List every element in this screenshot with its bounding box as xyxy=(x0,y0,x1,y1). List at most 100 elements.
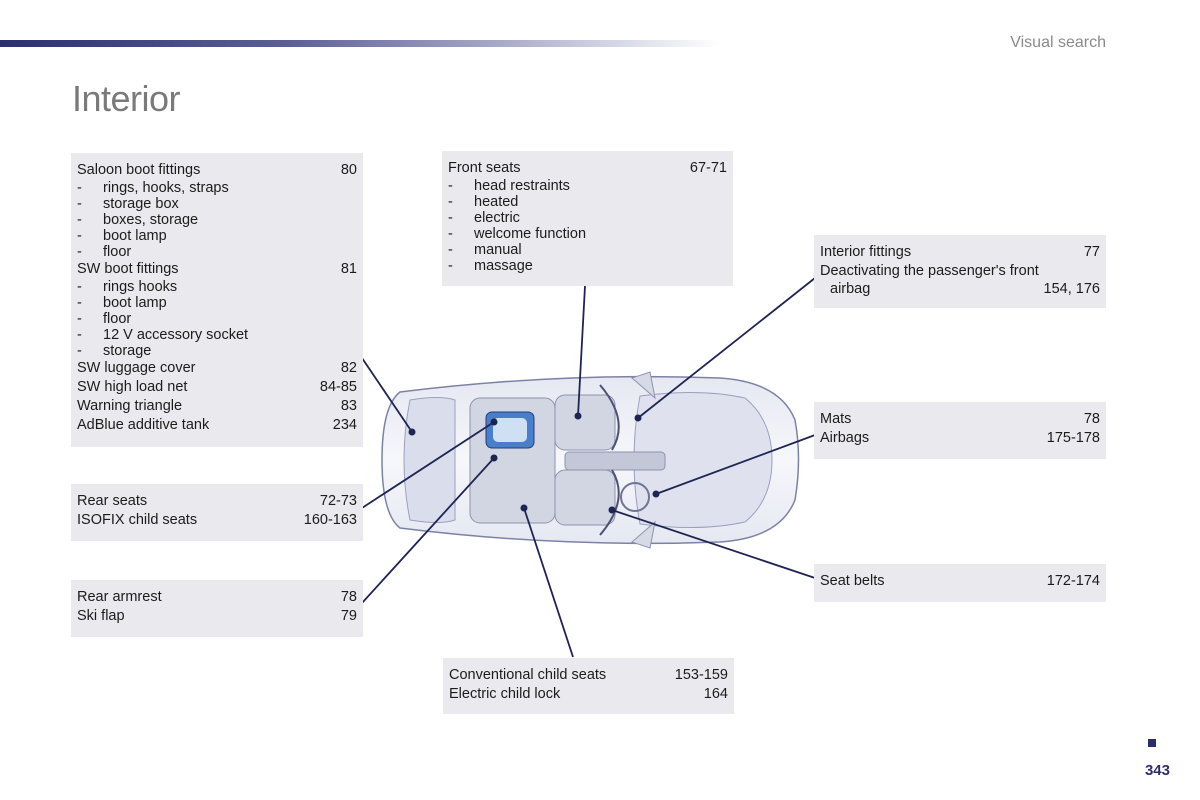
section-name: Visual search xyxy=(1010,34,1106,51)
index-subitem: -electric xyxy=(448,210,727,226)
dash: - xyxy=(77,327,82,343)
index-page: 79 xyxy=(340,608,357,624)
index-subitem: - boxes, storage xyxy=(77,212,357,228)
index-subitem: - storage xyxy=(77,343,357,359)
dash: - xyxy=(77,196,82,212)
page-number: 343 xyxy=(1144,762,1170,779)
subitem-label: heated xyxy=(474,194,519,210)
index-subitem: - floor xyxy=(77,311,357,327)
page-marker-icon xyxy=(1148,739,1156,747)
index-row: Rear seats 72-73 xyxy=(77,492,357,511)
index-label: Conventional child seats xyxy=(449,667,607,683)
index-label: Ski flap xyxy=(77,608,125,624)
subitem-label: 12 V accessory socket xyxy=(103,327,249,343)
index-page: 78 xyxy=(340,589,357,605)
index-page: 83 xyxy=(340,398,357,414)
dash: - xyxy=(77,295,82,311)
index-page: 175-178 xyxy=(1046,430,1100,446)
index-subitem: - heated xyxy=(448,194,727,210)
dash: - xyxy=(77,244,82,260)
index-row: Deactivating the passenger's front xyxy=(820,262,1100,281)
index-page: 67-71 xyxy=(689,160,727,176)
subitem-label: boot lamp xyxy=(103,228,167,244)
index-label: AdBlue additive tank xyxy=(77,417,210,433)
index-page: 164 xyxy=(703,686,728,702)
header-bar xyxy=(0,40,720,47)
subitem-label: electric xyxy=(474,210,520,226)
subitem-label: rings hooks xyxy=(103,279,178,295)
page-title: Interior xyxy=(72,78,181,119)
dash: - xyxy=(77,180,82,196)
index-subitem: - boot lamp xyxy=(77,295,357,311)
subitem-label: manual xyxy=(474,242,522,258)
dash: - xyxy=(77,279,82,295)
index-row: Electric child lock 164 xyxy=(449,685,728,704)
subitem-label: boot lamp xyxy=(103,295,167,311)
index-subitem: -massage xyxy=(448,258,727,274)
index-row: Rear armrest 78 xyxy=(77,588,357,607)
index-row: Ski flap 79 xyxy=(77,607,357,626)
index-row: Front seats 67-71 xyxy=(448,159,727,178)
interior-fittings-box: Interior fittings 77 Deactivating the pas… xyxy=(814,235,1106,308)
index-row: Conventional child seats 153-159 xyxy=(449,666,728,685)
index-label: SW high load net xyxy=(77,379,188,395)
dash: - xyxy=(77,311,82,327)
index-label: SW boot fittings xyxy=(77,261,179,277)
index-subitem: - storage box xyxy=(77,196,357,212)
index-page: 172-174 xyxy=(1046,573,1100,589)
index-page: 77 xyxy=(1083,244,1100,260)
dash: - xyxy=(77,228,82,244)
index-subitem: - 12 V accessory socket xyxy=(77,327,357,343)
index-subitem: - boot lamp xyxy=(77,228,357,244)
index-row: AdBlue additive tank 234 xyxy=(77,416,357,435)
child-seats-box: Conventional child seats 153-159 Electric… xyxy=(443,658,734,714)
index-page: 72-73 xyxy=(319,493,357,509)
subitem-label: floor xyxy=(103,311,132,327)
index-label: Rear armrest xyxy=(77,589,162,605)
index-subitem: - rings, hooks, straps xyxy=(77,180,357,196)
car-body xyxy=(381,371,800,549)
subitem-label: floor xyxy=(103,244,132,260)
subitem-label: boxes, storage xyxy=(103,212,199,228)
index-label: Rear seats xyxy=(77,493,148,509)
index-label: Interior fittings xyxy=(820,244,912,260)
index-label: Front seats xyxy=(448,160,521,176)
index-row: Warning triangle 83 xyxy=(77,397,357,416)
index-row: SW boot fittings 81 xyxy=(77,260,357,279)
index-page: 78 xyxy=(1083,411,1100,427)
subitem-label: storage xyxy=(103,343,152,359)
subitem-label: head restraints xyxy=(474,178,570,194)
dash: - xyxy=(448,258,453,274)
index-page: 82 xyxy=(340,360,357,376)
index-label: Saloon boot fittings xyxy=(77,162,201,178)
subitem-label: rings, hooks, straps xyxy=(103,180,229,196)
index-page: 234 xyxy=(332,417,357,433)
subitem-label: storage box xyxy=(103,196,179,212)
dash: - xyxy=(448,194,453,210)
leader-lines xyxy=(361,277,816,658)
index-row: Interior fittings 77 xyxy=(820,243,1100,262)
rear-armrest-box: Rear armrest 78 Ski flap 79 xyxy=(71,580,363,637)
index-page: 81 xyxy=(340,261,357,277)
index-label: Warning triangle xyxy=(77,398,183,414)
dash: - xyxy=(448,178,453,194)
index-label: Electric child lock xyxy=(449,686,561,702)
front-seats-box: Front seats 67-71 - head restraints - heate… xyxy=(442,151,733,286)
index-subitem: - head restraints xyxy=(448,178,727,194)
index-subitem: -manual xyxy=(448,242,727,258)
index-page: 153-159 xyxy=(674,667,728,683)
index-page: 154, 176 xyxy=(1043,281,1100,297)
index-label: Deactivating the passenger's front xyxy=(820,263,1039,279)
dash: - xyxy=(77,343,82,359)
dash: - xyxy=(77,212,82,228)
